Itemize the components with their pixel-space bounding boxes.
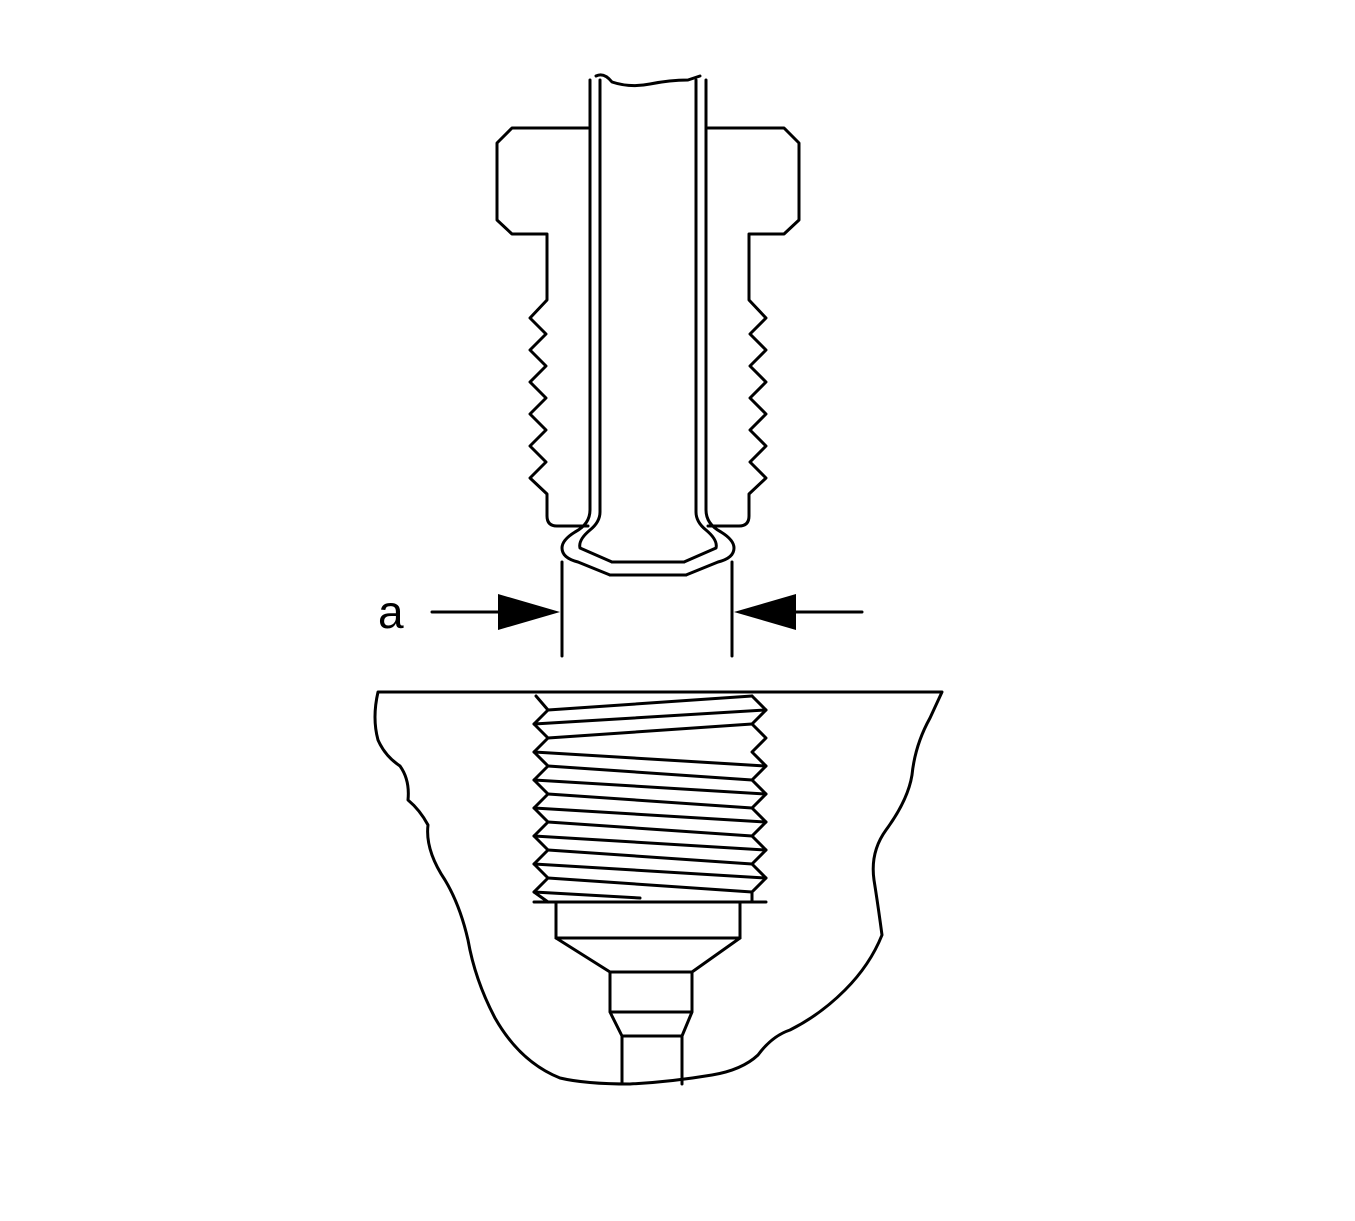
tube-nut-right-outline: [706, 126, 801, 528]
dimension-a: a: [378, 560, 864, 658]
dimension-arrow-right-head: [734, 594, 796, 630]
port-seat: [532, 900, 768, 940]
tube-nut-left-outline: [495, 126, 590, 528]
port-thread-helix: [532, 694, 768, 900]
port-small-bore: [608, 970, 694, 1038]
tube-outer-wall-right: [684, 78, 736, 577]
tube-nut: [495, 126, 801, 528]
port-fluid-passage: [620, 1034, 684, 1086]
dimension-arrow-left-head: [498, 594, 560, 630]
brake-tube: [560, 73, 736, 577]
port-cone-seat: [554, 936, 742, 974]
housing-port: [373, 690, 944, 1086]
tube-inner-wall-left: [578, 78, 614, 564]
flare-face: [608, 560, 688, 577]
tube-outer-wall-left: [560, 78, 612, 577]
port-thread-right-flank: [750, 694, 768, 904]
tube-inner-wall-right: [682, 78, 718, 564]
port-thread-left-flank: [532, 694, 550, 904]
tube-break-line: [594, 73, 702, 88]
housing-outline: [373, 690, 944, 1086]
dimension-label-a: a: [378, 586, 404, 638]
